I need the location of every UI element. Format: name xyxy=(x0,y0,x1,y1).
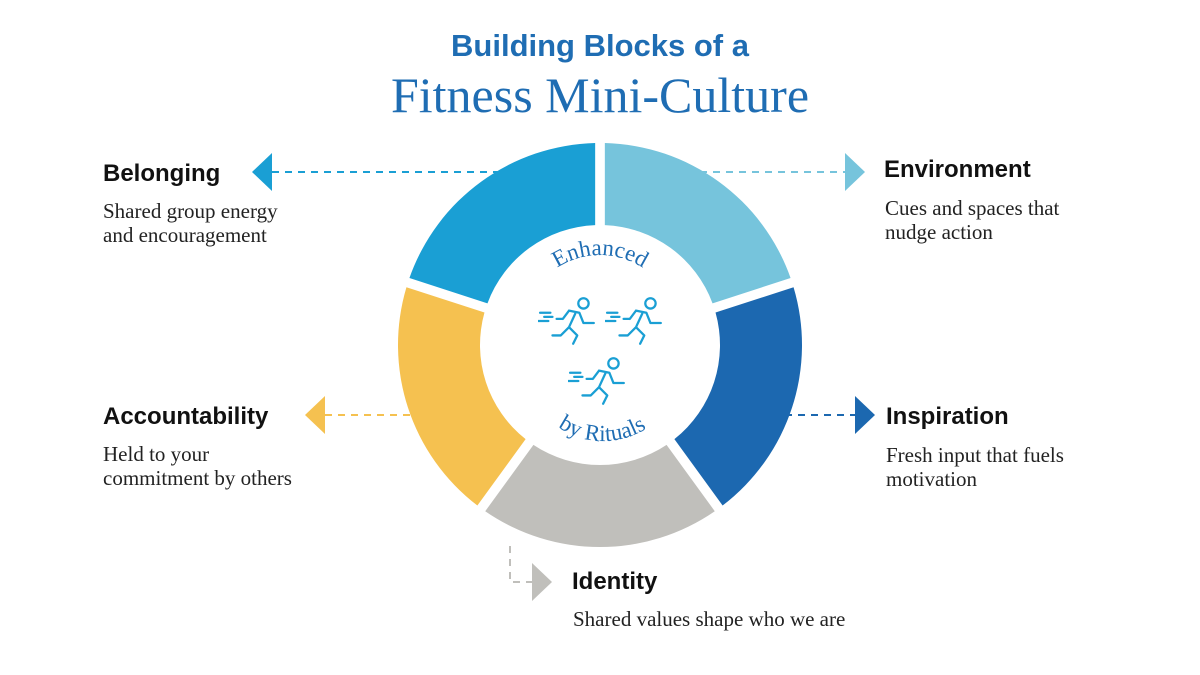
inspiration-arrow-icon xyxy=(855,396,875,434)
running-person-icon xyxy=(568,357,625,405)
center-top-text: Enhanced xyxy=(547,235,653,272)
belonging-segment xyxy=(409,143,596,304)
environment-label: Environment xyxy=(884,156,1031,183)
identity-description: Shared values shape who we are xyxy=(573,607,846,631)
title-line-1: Building Blocks of a xyxy=(451,28,749,63)
accountability-arrow-icon xyxy=(305,396,325,434)
environment-segment xyxy=(604,143,791,304)
identity-connector xyxy=(509,546,532,583)
title-line-2: Fitness Mini-Culture xyxy=(390,67,810,123)
running-person-icon xyxy=(605,297,662,345)
belonging-arrow-icon xyxy=(252,153,272,191)
identity-label: Identity xyxy=(572,568,658,595)
running-person-icon xyxy=(538,297,595,345)
identity-segment xyxy=(485,444,715,548)
inspiration-label: Inspiration xyxy=(886,403,1009,430)
center-bottom-text: by Rituals xyxy=(555,410,649,447)
inspiration-segment xyxy=(674,287,802,506)
belonging-label: Belonging xyxy=(103,160,221,187)
accountability-segment xyxy=(397,287,526,506)
identity-arrow-icon xyxy=(532,563,552,601)
environment-arrow-icon xyxy=(845,153,865,191)
accountability-label: Accountability xyxy=(103,403,269,430)
